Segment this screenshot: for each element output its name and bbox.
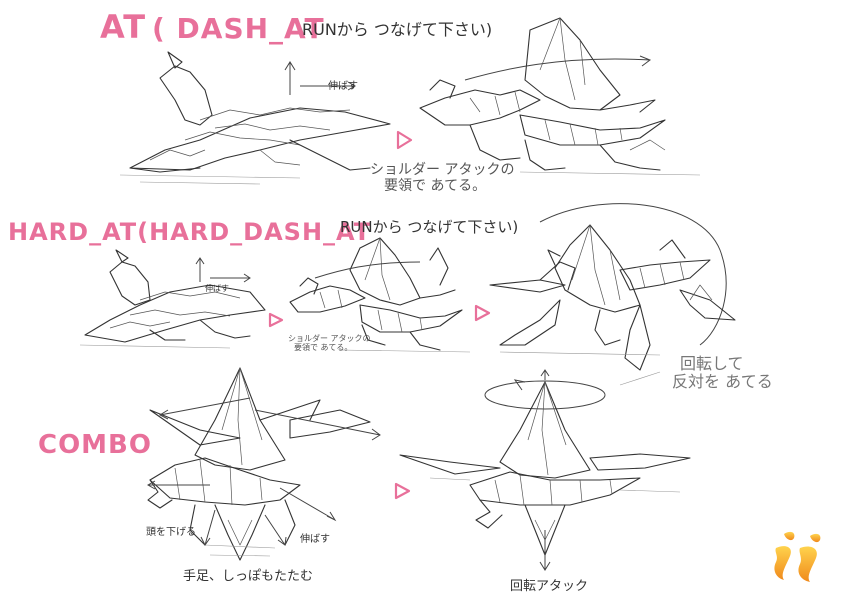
hard-at-pose-1-sketch <box>79 249 266 349</box>
brand-logo-icon <box>774 531 821 582</box>
at-stretch-note: 伸ばす <box>328 81 358 92</box>
combo-pose-1-sketch <box>146 367 381 561</box>
at-section-title: AT <box>100 8 147 46</box>
hard-at-pose-2-sketch <box>289 237 471 353</box>
hard-at-section-title: HARD_AT(HARD_DASH_AT <box>8 218 372 246</box>
combo-sequence-arrow-icon <box>394 482 411 500</box>
hard-at-stretch-note: 伸ばす <box>205 284 229 293</box>
at-section-note: RUNから つなげて下さい) <box>302 20 493 39</box>
combo-tail-note: 手足、しっぽもたたむ <box>183 569 314 584</box>
combo-spin-attack-note: 回転アタック <box>510 579 589 594</box>
at-pose-2-sketch <box>419 17 701 176</box>
hard-at-spin-note-line2: 反対を あてる <box>672 372 773 392</box>
hard-at-sequence-arrow-1-icon <box>268 312 284 328</box>
at-section-title-paren: ( DASH_AT <box>152 12 325 45</box>
at-shoulder-note-line2: 要領で あてる。 <box>384 178 487 195</box>
at-pose-1-sketch <box>119 51 391 185</box>
at-shoulder-note-line1: ショルダー アタックの <box>370 162 515 178</box>
at-shoulder-note: ショルダー アタックの 要領で あてる。 <box>370 162 514 194</box>
hard-at-pose-3-sketch <box>489 203 736 386</box>
hard-at-shoulder-note-line1: ショルダー アタックの <box>288 334 371 343</box>
hard-at-spin-note: 回転して 反対を あてる <box>672 354 773 392</box>
combo-pose-2-sketch <box>399 369 691 571</box>
combo-section-title: COMBO <box>38 430 152 460</box>
hard-at-shoulder-note: ショルダー アタックの 要領で あてる。 <box>288 334 371 352</box>
hard-at-spin-note-line1: 回転して <box>680 354 744 373</box>
combo-head-note: 頭を下げる <box>146 527 196 538</box>
combo-stretch-note: 伸ばす <box>300 534 330 545</box>
hard-at-shoulder-note-line2: 要領で あてる。 <box>294 343 353 353</box>
at-sequence-arrow-icon <box>396 130 413 150</box>
hard-at-sequence-arrow-2-icon <box>474 304 491 322</box>
hard-at-section-note: RUNから つなげて下さい) <box>340 218 519 236</box>
